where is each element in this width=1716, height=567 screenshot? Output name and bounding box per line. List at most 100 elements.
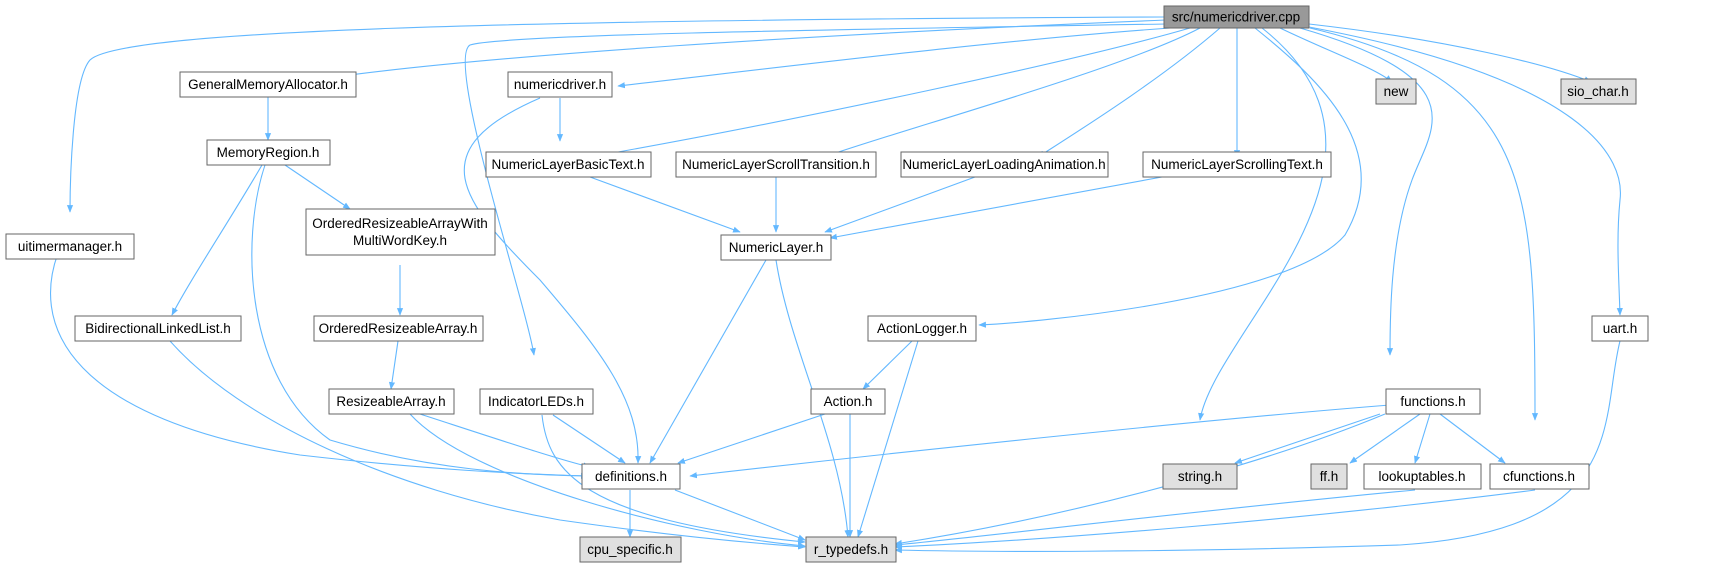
- svg-text:ActionLogger.h: ActionLogger.h: [877, 321, 967, 336]
- node-definitions[interactable]: definitions.h: [581, 463, 681, 490]
- edge-nlla-numericlayer: [824, 176, 976, 233]
- edge-ora-ra: [388, 340, 399, 390]
- svg-text:ff.h: ff.h: [1320, 469, 1339, 484]
- edge-functions-ff: [1349, 413, 1421, 464]
- svg-text:BidirectionalLinkedList.h: BidirectionalLinkedList.h: [85, 321, 231, 336]
- node-bidirectional-linked-list[interactable]: BidirectionalLinkedList.h: [74, 315, 242, 342]
- node-r-typedefs[interactable]: r_typedefs.h: [805, 536, 897, 563]
- edge-ra-rtypedefs: [409, 413, 806, 549]
- edge-uitimermanager-definitions: [50, 238, 589, 479]
- edge-actionlogger-action: [862, 340, 913, 390]
- edge-root-nlla: [1037, 27, 1221, 158]
- dependency-edges: [50, 16, 1623, 554]
- svg-text:numericdriver.h: numericdriver.h: [514, 77, 606, 92]
- svg-text:OrderedResizeableArray.h: OrderedResizeableArray.h: [319, 321, 478, 336]
- svg-text:IndicatorLEDs.h: IndicatorLEDs.h: [488, 394, 584, 409]
- edge-memoryregion-oramwk: [284, 164, 351, 210]
- edge-root-functions: [1299, 27, 1433, 356]
- node-cpu-specific[interactable]: cpu_specific.h: [579, 536, 682, 563]
- node-numeric-layer-scrolling-text[interactable]: NumericLayerScrollingText.h: [1142, 151, 1332, 178]
- svg-text:uitimermanager.h: uitimermanager.h: [18, 239, 122, 254]
- edge-functions-definitions: [689, 404, 1391, 479]
- svg-text:r_typedefs.h: r_typedefs.h: [814, 542, 888, 557]
- svg-text:src/numericdriver.cpp: src/numericdriver.cpp: [1172, 10, 1300, 25]
- node-indicator-leds[interactable]: IndicatorLEDs.h: [479, 388, 594, 415]
- edge-root-nlst: [823, 27, 1201, 158]
- node-numeric-layer[interactable]: NumericLayer.h: [720, 234, 832, 261]
- node-numericdriver-h[interactable]: numericdriver.h: [507, 71, 613, 98]
- edge-root-indicatorleds: [464, 23, 1167, 356]
- node-functions[interactable]: functions.h: [1385, 388, 1481, 415]
- node-root[interactable]: src/numericdriver.cpp: [1163, 5, 1310, 29]
- svg-text:NumericLayerScrollingText.h: NumericLayerScrollingText.h: [1151, 157, 1323, 172]
- svg-text:NumericLayer.h: NumericLayer.h: [729, 240, 824, 255]
- edge-numericdriver-definitions: [463, 97, 642, 464]
- node-lookuptables[interactable]: lookuptables.h: [1363, 463, 1482, 490]
- edge-root-numericdriver: [617, 27, 1171, 89]
- edge-led-definitions: [552, 414, 626, 464]
- edge-bll-rtypedefs: [169, 340, 806, 550]
- node-cfunctions[interactable]: cfunctions.h: [1489, 463, 1590, 490]
- edge-functions-string: [1234, 413, 1381, 464]
- svg-text:sio_char.h: sio_char.h: [1567, 84, 1629, 99]
- node-ff[interactable]: ff.h: [1310, 463, 1348, 490]
- svg-text:new: new: [1384, 84, 1409, 99]
- svg-text:definitions.h: definitions.h: [595, 469, 667, 484]
- svg-text:GeneralMemoryAllocator.h: GeneralMemoryAllocator.h: [188, 77, 348, 92]
- edge-root-cfunctions: [1309, 27, 1539, 421]
- svg-text:NumericLayerScrollTransition.h: NumericLayerScrollTransition.h: [682, 157, 870, 172]
- svg-text:MultiWordKey.h: MultiWordKey.h: [353, 233, 447, 248]
- edge-root-sio: [1308, 23, 1592, 83]
- node-numeric-layer-basic-text[interactable]: NumericLayerBasicText.h: [485, 151, 652, 178]
- svg-text:cpu_specific.h: cpu_specific.h: [587, 542, 673, 557]
- edge-ra-definitions: [419, 413, 591, 469]
- edge-lookuptables-rtypedefs: [894, 489, 1416, 548]
- svg-text:NumericLayerLoadingAnimation.h: NumericLayerLoadingAnimation.h: [902, 157, 1105, 172]
- node-string[interactable]: string.h: [1162, 463, 1238, 490]
- edge-nlbt-numericlayer: [589, 176, 741, 233]
- svg-text:MemoryRegion.h: MemoryRegion.h: [217, 145, 320, 160]
- node-ordered-resizeable-array[interactable]: OrderedResizeableArray.h: [313, 315, 484, 342]
- node-uitimermanager[interactable]: uitimermanager.h: [5, 233, 135, 260]
- edge-nlsct-numericlayer: [829, 176, 1163, 240]
- edge-root-new: [1279, 27, 1393, 83]
- node-ordered-resizeable-array-with-multiwordkey[interactable]: OrderedResizeableArrayWith MultiWordKey.…: [305, 208, 496, 256]
- node-action[interactable]: Action.h: [810, 388, 886, 415]
- edge-action-definitions: [677, 413, 826, 464]
- edge-root-uitimermanager: [66, 16, 1165, 213]
- edge-root-string: [1198, 27, 1327, 421]
- edge-root-nlbt: [589, 27, 1191, 159]
- edge-numericlayer-definitions: [649, 259, 767, 464]
- svg-text:NumericLayerBasicText.h: NumericLayerBasicText.h: [491, 157, 644, 172]
- edge-led-rtypedefs: [541, 414, 806, 545]
- svg-text:cfunctions.h: cfunctions.h: [1503, 469, 1575, 484]
- edge-actionlogger-rtypedefs: [857, 340, 919, 538]
- dependency-nodes: src/numericdriver.cpp GeneralMemoryAlloc…: [5, 5, 1649, 563]
- node-action-logger[interactable]: ActionLogger.h: [867, 315, 977, 342]
- svg-text:lookuptables.h: lookuptables.h: [1378, 469, 1465, 484]
- node-numeric-layer-scroll-transition[interactable]: NumericLayerScrollTransition.h: [675, 151, 877, 178]
- edge-cfunctions-rtypedefs: [894, 489, 1536, 550]
- edge-uart-rtypedefs: [894, 340, 1621, 554]
- svg-text:uart.h: uart.h: [1603, 321, 1638, 336]
- node-sio-char[interactable]: sio_char.h: [1560, 78, 1637, 105]
- node-general-memory-allocator[interactable]: GeneralMemoryAllocator.h: [179, 71, 357, 98]
- edge-root-actionlogger: [978, 27, 1362, 328]
- svg-text:string.h: string.h: [1178, 469, 1222, 484]
- svg-text:OrderedResizeableArrayWith: OrderedResizeableArrayWith: [312, 216, 488, 231]
- edge-definitions-rtypedefs: [674, 489, 806, 541]
- edge-functions-lookuptables: [1414, 413, 1431, 464]
- edge-functions-rtypedefs: [894, 413, 1386, 546]
- svg-text:Action.h: Action.h: [824, 394, 873, 409]
- node-memory-region[interactable]: MemoryRegion.h: [206, 139, 331, 166]
- edge-memoryregion-bll: [171, 164, 263, 316]
- edge-root-uart: [1308, 26, 1623, 316]
- node-uart[interactable]: uart.h: [1591, 315, 1649, 342]
- svg-text:functions.h: functions.h: [1400, 394, 1465, 409]
- edge-functions-cfunctions: [1439, 413, 1506, 464]
- node-resizeable-array[interactable]: ResizeableArray.h: [328, 388, 455, 415]
- svg-text:ResizeableArray.h: ResizeableArray.h: [336, 394, 445, 409]
- node-numeric-layer-loading-animation[interactable]: NumericLayerLoadingAnimation.h: [900, 151, 1109, 178]
- node-new[interactable]: new: [1375, 78, 1417, 105]
